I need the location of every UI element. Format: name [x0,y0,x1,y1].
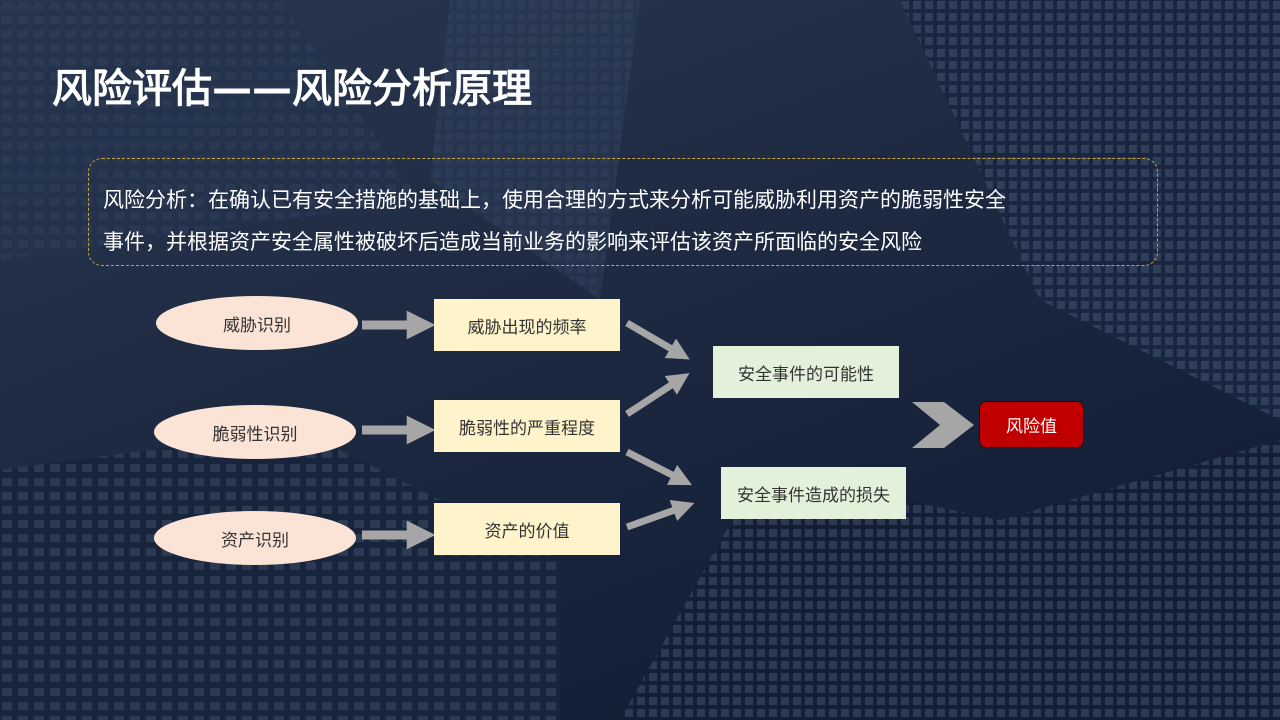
definition-box: 风险分析：在确认已有安全措施的基础上，使用合理的方式来分析可能威胁利用资产的脆弱… [88,158,1158,266]
definition-line-2: 事件，并根据资产安全属性被破坏后造成当前业务的影响来评估该资产所面临的安全风险 [103,230,922,254]
definition-line-1: 风险分析：在确认已有安全措施的基础上，使用合理的方式来分析可能威胁利用资产的脆弱… [103,188,1006,212]
threat-identification: 威胁识别 [156,296,358,350]
vulnerability-identification: 脆弱性识别 [154,405,356,459]
asset-value: 资产的价值 [434,503,620,555]
event-loss: 安全事件造成的损失 [721,467,906,519]
event-likelihood: 安全事件的可能性 [713,346,899,398]
asset-identification: 资产识别 [154,511,356,565]
page-title: 风险评估——风险分析原理 [52,66,532,112]
risk-value: 风险值 [979,401,1084,448]
threat-frequency: 威胁出现的频率 [434,299,620,351]
vulnerability-severity: 脆弱性的严重程度 [434,400,620,452]
